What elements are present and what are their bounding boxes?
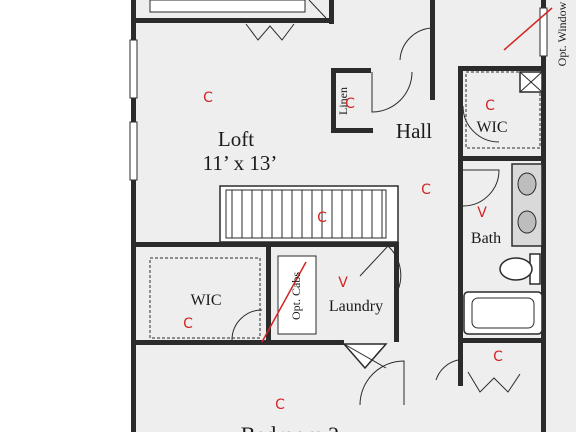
opt-window-label: Opt. Window xyxy=(555,1,569,66)
wic-lower-closet xyxy=(149,257,261,339)
linen-wall-bottom xyxy=(331,128,373,133)
tub-inner xyxy=(471,297,535,329)
chute-x xyxy=(343,343,387,369)
wic-upper-wall-top xyxy=(458,66,546,71)
laundry-label: Laundry xyxy=(329,298,383,315)
hall-wall-right xyxy=(430,0,435,100)
toilet-bowl xyxy=(499,257,533,281)
marker-bath: V xyxy=(477,205,487,221)
linen-wall-top xyxy=(331,68,371,73)
stair-treads xyxy=(231,190,383,238)
bath-wall-bottom xyxy=(458,338,546,343)
sink-2 xyxy=(517,210,537,234)
top-wall xyxy=(134,18,334,23)
wic-upper-closet xyxy=(465,71,541,149)
window-left-upper xyxy=(129,39,138,99)
marker-closet: C xyxy=(493,349,503,365)
marker-laundry: V xyxy=(338,275,348,291)
wic-lower-label: WIC xyxy=(190,292,221,309)
bedroom-door-2 xyxy=(435,359,459,381)
window-right xyxy=(539,7,548,57)
marker-hall: C xyxy=(421,182,431,198)
marker-wic-upper: C xyxy=(485,98,495,114)
bath-door xyxy=(462,169,500,207)
marker-bedroom: C xyxy=(275,397,285,413)
bath-label: Bath xyxy=(471,230,501,247)
wic-upper-wall xyxy=(458,68,463,160)
wic-lower-door xyxy=(231,309,263,341)
opt-window-line xyxy=(503,7,553,51)
bedroom-door xyxy=(359,360,405,406)
top-closet xyxy=(149,0,306,13)
marker-loft: C xyxy=(203,90,213,106)
linen-door xyxy=(371,71,413,113)
opt-cabs-line xyxy=(261,261,307,343)
closet-lower-doors xyxy=(467,371,521,393)
marker-stair: C xyxy=(317,210,327,226)
hall-label: Hall xyxy=(396,119,432,143)
wic-lower-wall-right xyxy=(266,244,271,344)
wic-upper-wall-bottom xyxy=(458,156,546,161)
bedroom-label: Bedroom 2 xyxy=(241,422,339,432)
linen-wall-left xyxy=(331,70,336,132)
wic-upper-door xyxy=(462,105,500,143)
duct-x-2 xyxy=(519,71,543,93)
marker-wic-lower: C xyxy=(183,316,193,332)
top-closet-shelf xyxy=(308,0,327,19)
linen-label: Linen xyxy=(336,87,350,115)
top-closet-doors xyxy=(245,23,295,41)
marker-linen: C xyxy=(345,96,355,112)
opt-cabs-label: Opt. Cabs xyxy=(289,272,303,320)
staircase xyxy=(219,185,399,243)
laundry-cabs xyxy=(277,255,317,335)
lower-wall xyxy=(134,340,344,345)
loft-size: 11’ x 13’ xyxy=(203,151,278,175)
laundry-wall-right xyxy=(394,242,399,342)
wic-upper-label: WIC xyxy=(476,119,507,136)
bath-wall-left xyxy=(458,160,463,340)
top-closet-wall xyxy=(329,0,334,24)
exterior-wall-right xyxy=(541,0,546,432)
sink-1 xyxy=(517,172,537,196)
loft-label: Loft xyxy=(218,127,254,151)
laundry-door xyxy=(359,245,402,291)
closet-lower-wall xyxy=(458,340,463,386)
exterior-wall-left xyxy=(131,0,136,432)
window-left-lower xyxy=(129,121,138,181)
